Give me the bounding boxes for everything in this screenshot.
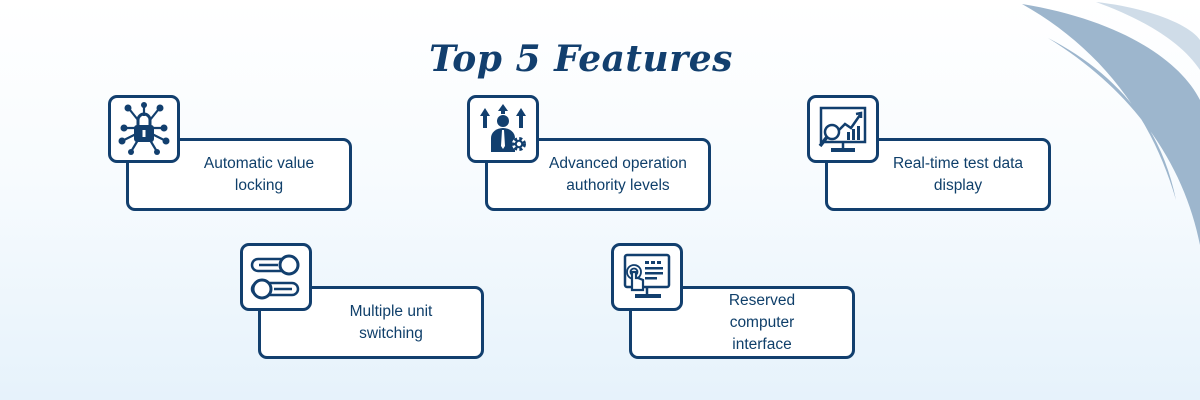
feature-label-line: display [933, 176, 983, 194]
feature-label-line: Automatic value [203, 154, 315, 172]
feature-icon-box [467, 95, 539, 163]
touch-monitor-icon [623, 253, 671, 298]
feature-icon-box [108, 95, 180, 163]
feature-label-line: computer [729, 313, 795, 331]
chart-monitor-magnifier-icon [818, 106, 867, 152]
feature-label-line: switching [359, 324, 423, 342]
feature-label-line: Real-time test data [892, 154, 1024, 172]
feature-label-line: Advanced operation [549, 154, 687, 172]
feature-icon-box [611, 243, 683, 311]
feature-icon-box [807, 95, 879, 163]
user-authority-gear-icon [480, 104, 526, 152]
toggle-switches-icon [250, 254, 300, 300]
feature-label-line: locking [234, 176, 284, 194]
feature-label-line: Multiple unit [349, 302, 433, 320]
feature-card-authority-levels: Advanced operation authority levels [485, 138, 711, 211]
circuit-lock-icon [118, 102, 170, 155]
feature-label-line: authority levels [566, 176, 670, 194]
feature-label-line: interface [732, 335, 792, 353]
feature-label-line: Reserved [728, 291, 796, 309]
page-title: Top 5 Features [429, 38, 733, 80]
feature-icon-box [240, 243, 312, 311]
